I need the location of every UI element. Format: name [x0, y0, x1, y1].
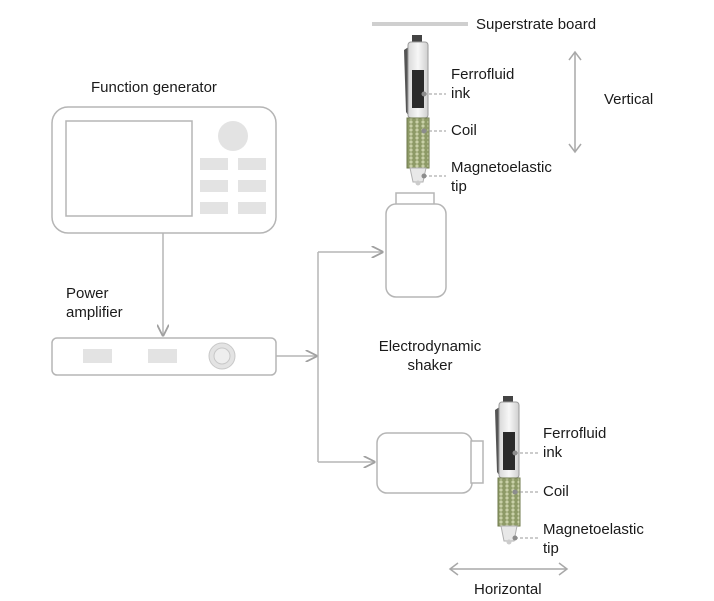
horizontal-label: Horizontal [474, 581, 542, 598]
shaker-label-line2: shaker [407, 357, 453, 374]
function-generator-label: Function generator [91, 79, 217, 96]
horizontal-motion-arrow-icon [448, 562, 569, 576]
shaker-label-line1: Electrodynamic [378, 338, 482, 355]
tip-label-v-line2: tip [451, 178, 467, 195]
coil-label-v: Coil [451, 122, 477, 139]
ferrofluid-ink-reservoir [412, 70, 424, 108]
amplifier-to-shakers-lines [276, 252, 382, 462]
vertical-shaker [385, 192, 447, 298]
pen-leader-lines [424, 93, 540, 539]
tip-label-h-line2: tip [543, 540, 559, 557]
ferrofluid-label-h-line2: ink [543, 444, 563, 461]
generator-knob [218, 121, 248, 151]
vertical-label: Vertical [604, 91, 654, 108]
generator-screen [65, 120, 193, 217]
vertical-motion-arrow-icon [568, 50, 582, 154]
horizontal-pen [495, 396, 521, 545]
coil-label-h: Coil [543, 483, 569, 500]
function-generator [51, 106, 277, 234]
leader-dots [421, 91, 518, 541]
ferrofluid-label-v-line2: ink [451, 85, 471, 102]
coil-icon [497, 477, 521, 527]
power-amplifier-label-line1: Power [66, 285, 109, 302]
tip-label-h-line1: Magnetoelastic [543, 521, 644, 538]
horizontal-shaker [376, 432, 484, 494]
vertical-pen [404, 35, 430, 186]
ferrofluid-label-h-line1: Ferrofluid [543, 425, 607, 442]
tip-label-v-line1: Magnetoelastic [451, 159, 552, 176]
generator-buttons [200, 158, 266, 214]
superstrate-board [372, 22, 468, 26]
ferrofluid-ink-reservoir [503, 432, 515, 470]
ferrofluid-label-v-line1: Ferrofluid [451, 66, 515, 83]
superstrate-label: Superstrate board [476, 16, 597, 33]
coil-icon [406, 117, 430, 169]
power-amplifier-label-line2: amplifier [66, 304, 123, 321]
power-amplifier [51, 337, 277, 376]
